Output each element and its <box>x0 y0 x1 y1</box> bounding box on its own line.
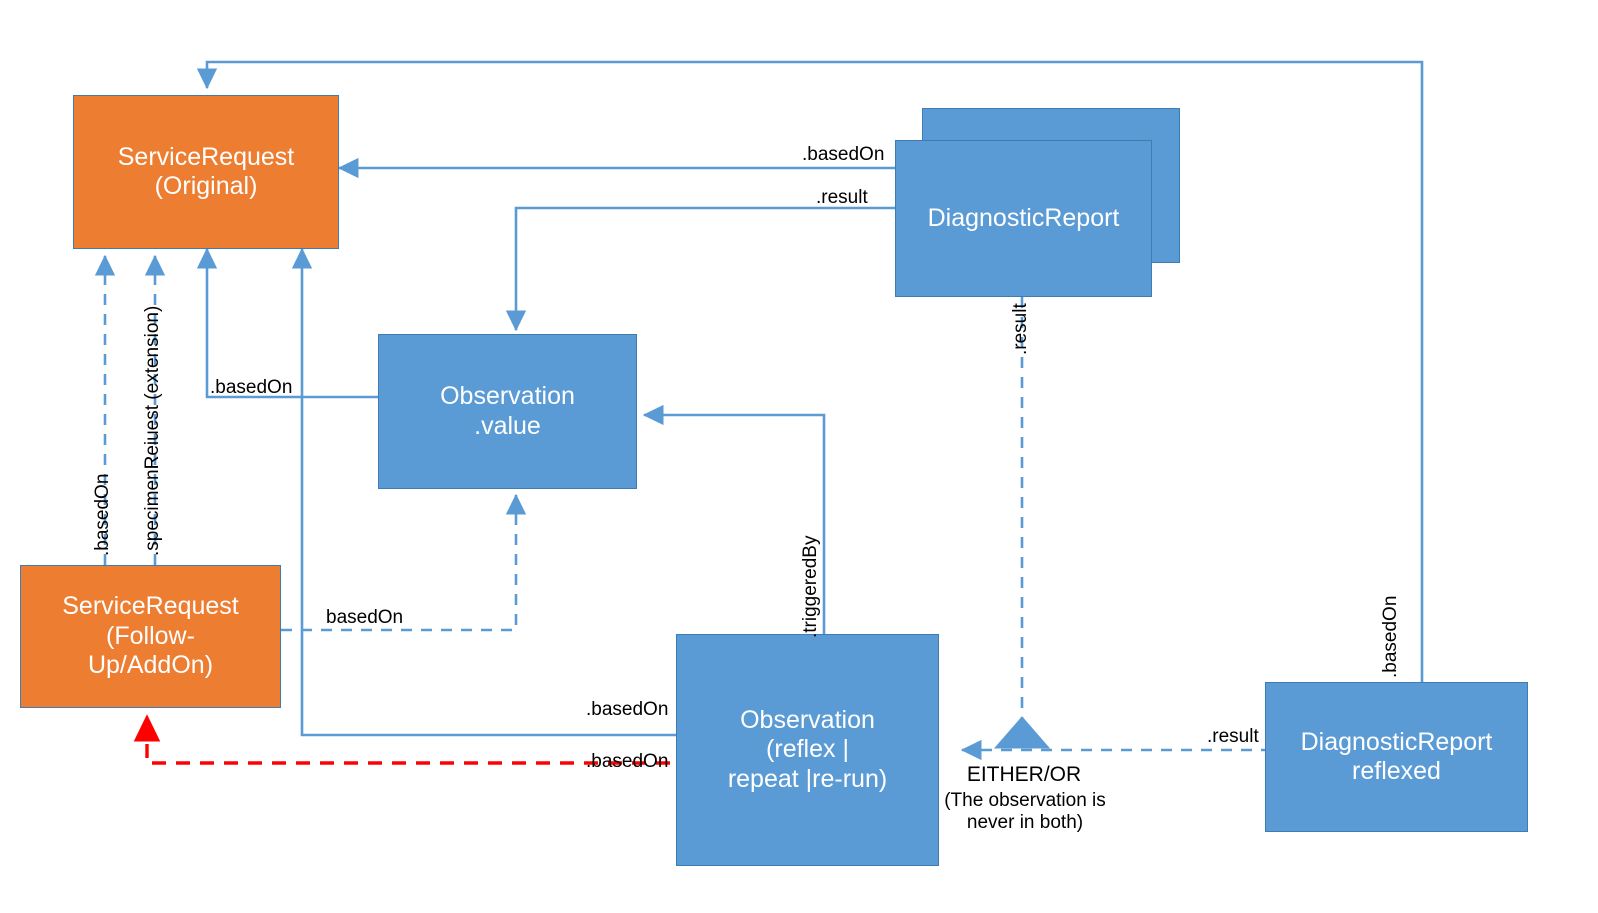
node-diagnostic-report[interactable]: DiagnosticReport <box>895 140 1152 297</box>
label-dr-basedon-sr-original: .basedOn <box>802 144 885 165</box>
label-obs-reflex-basedon-solid: .basedOn <box>586 699 669 720</box>
node-observation-value[interactable]: Observation .value <box>378 334 637 489</box>
node-service-request-original[interactable]: ServiceRequest (Original) <box>73 95 339 249</box>
edge-obs-reflex-triggeredby <box>642 404 826 648</box>
triangle-marker <box>993 716 1051 749</box>
label-sr-followup-basedon-dashed: basedOn <box>326 607 404 628</box>
edge-dr-result-obs-value <box>505 206 895 332</box>
label-dr-result-obs-value: .result <box>816 187 868 208</box>
edge-obs-value-basedon <box>196 247 378 399</box>
annotation-either-or-heading: EITHER/OR <box>966 763 1082 786</box>
edge-obs-reflex-basedon <box>291 247 694 737</box>
label-sr-followup-specimenrequest-vertical: .specimenReiuest (extension) <box>142 305 163 556</box>
annotation-either-or-body: (The observation is never in both) <box>944 790 1106 834</box>
label-obs-reflex-basedon-red: .basedOn <box>586 751 669 772</box>
label-sr-followup-basedon-vertical: .basedOn <box>92 473 113 556</box>
label-dr-reflexed-result: .result <box>1207 726 1259 747</box>
node-observation-reflex[interactable]: Observation (reflex | repeat |re-run) <box>676 634 939 866</box>
label-obs-value-basedon: .basedOn <box>210 377 293 398</box>
node-diagnostic-report-reflexed[interactable]: DiagnosticReport reflexed <box>1265 682 1528 832</box>
label-dr-result-vertical: .result <box>1010 303 1031 355</box>
node-service-request-followup[interactable]: ServiceRequest (Follow- Up/AddOn) <box>20 565 281 708</box>
label-obs-reflex-triggeredby-vertical: .triggeredBy <box>800 535 821 638</box>
label-dr-reflexed-basedon-vertical: .basedOn <box>1380 595 1401 678</box>
